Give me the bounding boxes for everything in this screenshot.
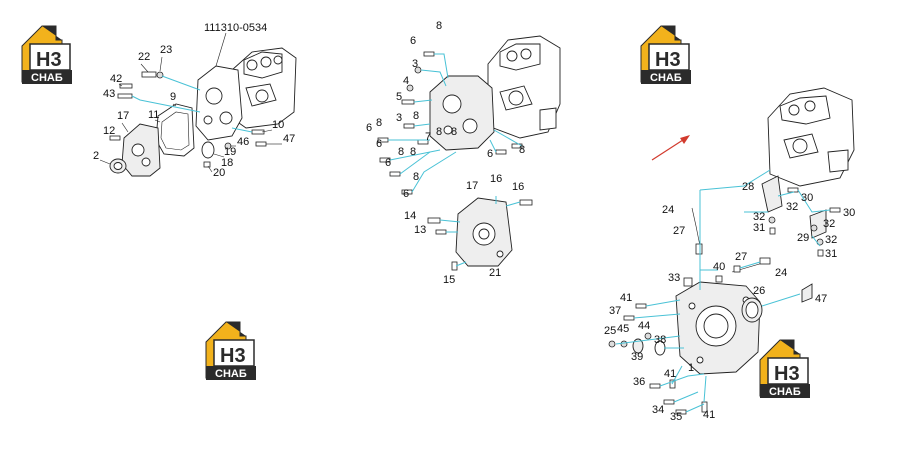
callout-l-18: 18: [221, 157, 233, 169]
callout-l-30a: 30: [801, 192, 813, 204]
svg-text:Н3: Н3: [655, 49, 681, 71]
callout-l-6a: 6: [410, 35, 416, 47]
callout-l-6d: 6: [385, 157, 391, 169]
watermark-logo-bottom-right: Н3 СНАБ: [759, 339, 811, 399]
callout-l-40: 40: [713, 261, 725, 273]
svg-text:Н3: Н3: [36, 49, 62, 71]
callout-l-42: 42: [110, 73, 122, 85]
callout-l-8c: 8: [376, 117, 382, 129]
callout-l-33: 33: [668, 272, 680, 284]
callout-l-28: 28: [742, 181, 754, 193]
callout-l-19: 19: [224, 146, 236, 158]
callout-l-41b: 41: [664, 368, 676, 380]
callout-l-26: 26: [753, 285, 765, 297]
callout-l-21: 21: [489, 267, 501, 279]
callout-l-4: 4: [403, 75, 409, 87]
svg-text:СНАБ: СНАБ: [769, 386, 801, 398]
svg-text:СНАБ: СНАБ: [650, 72, 682, 84]
callout-l-8h: 8: [413, 171, 419, 183]
watermark-logo-top-left: Н3 СНАБ: [21, 25, 73, 85]
callout-l-27a: 27: [673, 225, 685, 237]
callout-l-8d: 8: [436, 126, 442, 138]
callout-l-43: 43: [103, 88, 115, 100]
callout-l-20: 20: [213, 167, 225, 179]
callout-l-6c: 6: [376, 138, 382, 150]
callout-l-5: 5: [396, 91, 402, 103]
callout-l-6b: 6: [366, 122, 372, 134]
callout-l-16b: 16: [512, 181, 524, 193]
callout-l-11: 11: [148, 109, 159, 121]
callout-l-8g: 8: [410, 146, 416, 158]
callout-l-37: 37: [609, 305, 621, 317]
callout-l-35: 35: [670, 411, 682, 423]
callout-l-6e: 6: [403, 188, 409, 200]
callout-l-24b: 24: [775, 267, 787, 279]
callout-l-36: 36: [633, 376, 645, 388]
callout-l-17b: 17: [466, 180, 478, 192]
svg-text:СНАБ: СНАБ: [215, 368, 247, 380]
callout-l-45: 45: [617, 323, 629, 335]
callout-l-1: 1: [688, 362, 694, 374]
callout-l-13: 13: [414, 224, 426, 236]
svg-text:СНАБ: СНАБ: [31, 72, 63, 84]
direction-arrow: [651, 135, 690, 161]
callout-l-9: 9: [170, 91, 176, 103]
callout-l-3b: 3: [396, 112, 402, 124]
callout-l-6f: 6: [487, 148, 493, 160]
callout-l-46: 46: [237, 136, 249, 148]
callout-l-23: 23: [160, 44, 172, 56]
callout-l-41a: 41: [620, 292, 632, 304]
callout-l-7: 7: [425, 131, 431, 143]
part-number: 111310-0534: [204, 22, 267, 34]
callout-l-12: 12: [103, 125, 115, 137]
callout-l-24a: 24: [662, 204, 674, 216]
callout-l-32c: 32: [823, 218, 835, 230]
callout-l-38: 38: [654, 334, 666, 346]
callout-l-47a: 47: [283, 133, 295, 145]
callout-l-32b: 32: [753, 211, 765, 223]
watermark-logo-top-right: Н3 СНАБ: [640, 25, 692, 85]
callout-l-3a: 3: [412, 58, 418, 70]
right-assembly: [608, 87, 855, 415]
middle-assembly: [377, 35, 561, 271]
callout-l-32a: 32: [786, 201, 798, 213]
callout-l-27b: 27: [735, 251, 747, 263]
left-assembly: [99, 32, 297, 177]
callout-l-14: 14: [404, 210, 416, 222]
svg-text:Н3: Н3: [774, 363, 800, 385]
callout-l-8e: 8: [451, 126, 457, 138]
callout-l-31a: 31: [753, 222, 765, 234]
callout-l-41c: 41: [703, 409, 715, 421]
callout-l-8a: 8: [436, 20, 442, 32]
callout-l-29: 29: [797, 232, 809, 244]
watermark-logo-bottom-left: Н3 СНАБ: [205, 321, 257, 381]
callout-l-16a: 16: [490, 173, 502, 185]
callout-l-17a: 17: [117, 110, 129, 122]
callout-l-2: 2: [93, 150, 99, 162]
svg-text:Н3: Н3: [220, 345, 246, 367]
callout-l-25: 25: [604, 325, 616, 337]
callout-l-8f: 8: [398, 146, 404, 158]
callout-l-31b: 31: [825, 248, 837, 260]
callout-l-10: 10: [272, 119, 284, 131]
callout-l-8i: 8: [519, 144, 525, 156]
callout-l-30b: 30: [843, 207, 855, 219]
callout-l-22: 22: [138, 51, 150, 63]
callout-l-34: 34: [652, 404, 664, 416]
callout-l-39: 39: [631, 351, 643, 363]
callout-l-32d: 32: [825, 234, 837, 246]
callout-l-8b: 8: [413, 110, 419, 122]
callout-l-15: 15: [443, 274, 455, 286]
callout-l-47b: 47: [815, 293, 827, 305]
callout-l-44: 44: [638, 320, 650, 332]
